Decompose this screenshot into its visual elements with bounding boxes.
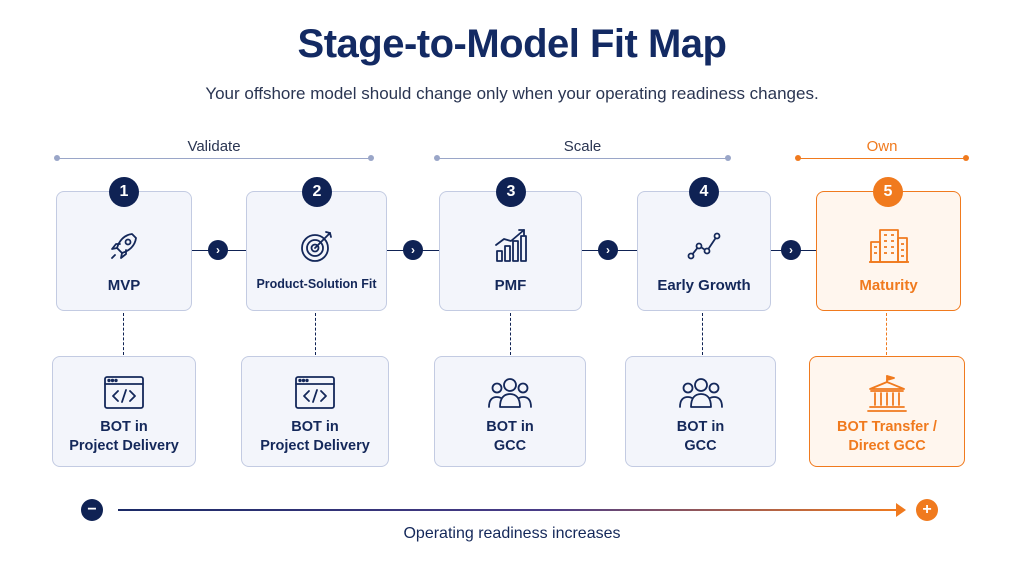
readiness-arrow — [118, 509, 900, 511]
chevron-right-icon: › — [781, 240, 801, 260]
bar-chart-icon — [440, 226, 581, 271]
stage-number-badge: 2 — [302, 177, 332, 207]
stage-number-badge: 3 — [496, 177, 526, 207]
stage-card-maturity: Maturity — [816, 191, 961, 311]
stage-label: MVP — [107, 277, 141, 294]
page-subtitle: Your offshore model should change only w… — [205, 84, 819, 103]
chevron-right-icon: › — [403, 240, 423, 260]
axis-caption: Operating readiness increases — [403, 525, 621, 542]
chevron-right-icon: › — [598, 240, 618, 260]
phase-label: Own — [866, 138, 898, 155]
stage-number-badge: 1 — [109, 177, 139, 207]
target-icon — [247, 226, 386, 271]
model-card: BOT in Project Delivery — [241, 356, 389, 467]
chevron-right-icon: › — [208, 240, 228, 260]
rocket-icon — [57, 226, 191, 271]
phase-line — [798, 158, 966, 159]
phase-label: Validate — [187, 138, 241, 155]
phase-line — [437, 158, 728, 159]
phase-own: Own — [795, 138, 969, 168]
model-label: BOT in GCC — [676, 419, 725, 454]
stage-number-badge: 4 — [689, 177, 719, 207]
model-label: BOT in GCC — [486, 419, 534, 454]
minus-icon: − — [81, 499, 103, 521]
team-icon — [626, 375, 775, 416]
team-icon — [435, 375, 585, 416]
model-label: BOT Transfer / Direct GCC — [837, 419, 937, 454]
phase-label: Scale — [563, 138, 602, 155]
page-title: Stage-to-Model Fit Map — [297, 22, 727, 66]
stage-card-early-growth: Early Growth — [637, 191, 771, 311]
stage-card-mvp: MVP — [56, 191, 192, 311]
arrow-head-icon — [896, 503, 906, 517]
stage-number-badge: 5 — [873, 177, 903, 207]
plus-icon: + — [916, 499, 938, 521]
phase-validate: Validate — [54, 138, 374, 168]
model-card: BOT in GCC — [625, 356, 776, 467]
model-card: BOT in GCC — [434, 356, 586, 467]
code-window-icon — [242, 375, 388, 416]
stage-label: Early Growth — [657, 277, 751, 294]
phase-scale: Scale — [434, 138, 731, 168]
line-chart-icon — [638, 226, 770, 271]
building-icon — [817, 226, 960, 271]
model-label: BOT in Project Delivery — [69, 419, 179, 454]
stage-card-pmf: PMF — [439, 191, 582, 311]
stage-label: Product-Solution Fit — [256, 277, 377, 291]
stage-label: Maturity — [859, 277, 918, 294]
code-window-icon — [53, 375, 195, 416]
stage-card-product-solution-fit: Product-Solution Fit — [246, 191, 387, 311]
phase-line — [57, 158, 371, 159]
model-label: BOT in Project Delivery — [260, 419, 370, 454]
model-card-own: BOT Transfer / Direct GCC — [809, 356, 965, 467]
model-card: BOT in Project Delivery — [52, 356, 196, 467]
stage-label: PMF — [494, 277, 527, 294]
institution-icon — [810, 375, 964, 418]
